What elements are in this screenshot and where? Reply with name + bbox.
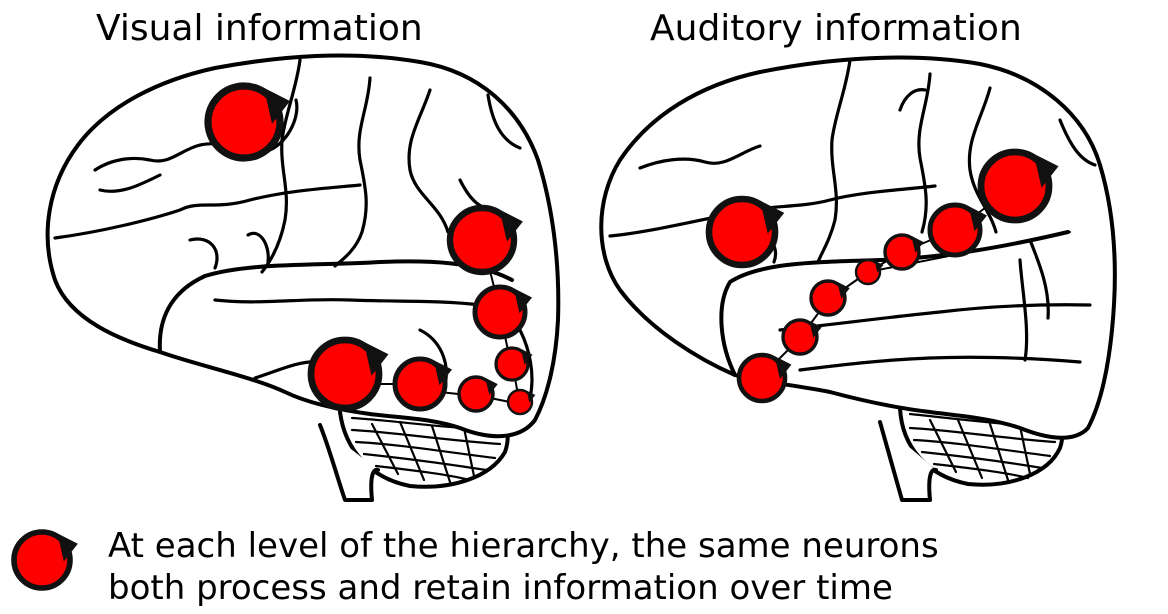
auditory-panel-title: Auditory information — [650, 8, 1022, 49]
legend-marker-icon — [14, 532, 78, 588]
left-brain — [45, 53, 561, 502]
visual-panel-title: Visual information — [96, 8, 423, 49]
right-cerebrum-outline — [599, 55, 1117, 440]
legend-text-line-1: At each level of the hierarchy, the same… — [108, 526, 939, 566]
left-cerebrum-outline — [45, 53, 561, 439]
right-node-temporal-6 — [739, 355, 791, 401]
right-brain — [599, 55, 1117, 502]
left-brainstem — [318, 423, 380, 502]
legend-text-line-2: both process and retain information over… — [108, 568, 893, 608]
right-brainstem — [878, 420, 938, 502]
